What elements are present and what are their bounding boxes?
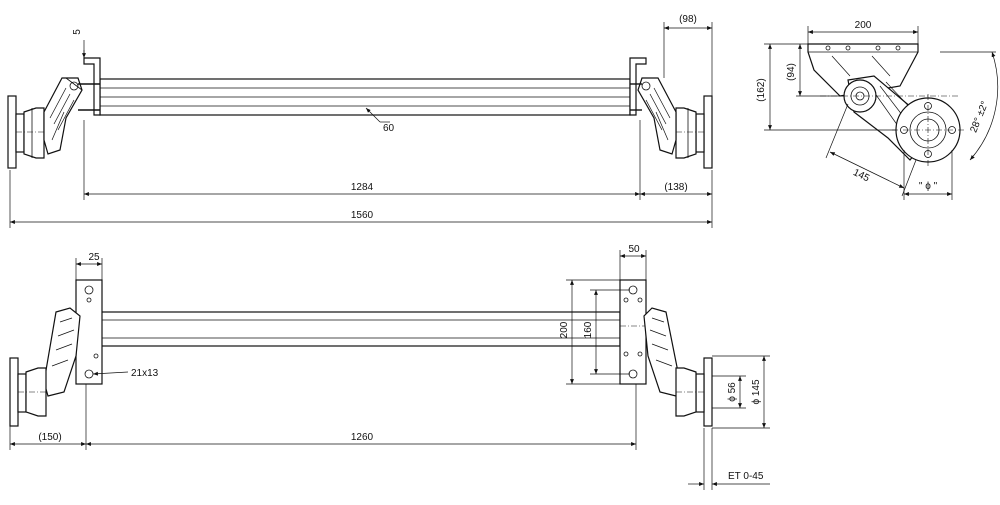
top-bracket-span-label: 1260 <box>351 432 374 443</box>
dim-top-bracket-heights: 200 160 <box>559 279 630 385</box>
front-overhang-label: (138) <box>664 182 687 193</box>
tube-callout: 60 <box>365 107 395 134</box>
top-right-bracket-plate <box>619 279 647 385</box>
top-bracket-height-inner-label: 160 <box>583 321 594 338</box>
left-mount-bracket <box>83 57 101 116</box>
top-hole-callout: 21x13 <box>92 368 159 379</box>
side-axle-pivot <box>843 79 877 113</box>
top-view: 25 50 21x13 200 160 <box>9 244 770 490</box>
top-right-wheel-hub <box>675 357 713 427</box>
top-bracket-thickness-label: 25 <box>88 252 100 263</box>
side-arm-length-label: 145 <box>851 167 871 184</box>
top-bracket-height-outer-label: 200 <box>559 321 570 338</box>
side-axle-height-label: (94) <box>786 63 797 81</box>
side-total-height-label: (162) <box>756 78 767 101</box>
front-view: 5 (98) 60 1284 (138) 1 <box>7 14 713 228</box>
dim-side-bracket-width: 200 <box>807 20 919 44</box>
top-left-wheel-hub <box>9 357 47 427</box>
front-flange-offset-label: (98) <box>679 14 697 25</box>
dim-top-offset: ET 0-45 <box>688 428 770 490</box>
top-left-overhang-label: (150) <box>38 432 61 443</box>
dim-side-heights: (94) (162) <box>756 43 896 131</box>
side-arm-angle-label: 28° ±2° <box>968 100 991 135</box>
dim-side-hub-diameter: " ϕ " <box>903 150 953 200</box>
front-overall-width-label: 1560 <box>351 210 374 221</box>
side-bracket-width-label: 200 <box>855 20 872 31</box>
front-bracket-thickness-label: 5 <box>72 29 83 35</box>
top-left-torsion-arm <box>43 307 81 397</box>
left-wheel-hub <box>7 95 45 169</box>
top-right-torsion-arm <box>643 307 681 397</box>
side-hub-flange <box>892 94 966 166</box>
side-mount-bracket <box>807 43 919 97</box>
front-mount-span-label: 1284 <box>351 182 374 193</box>
front-tube-callout-label: 60 <box>383 123 395 134</box>
side-hub-diameter-label: " ϕ " <box>919 181 938 192</box>
side-view: 200 (94) (162) 145 28° ±2° <box>756 20 999 200</box>
dim-top-bracket-thickness: 25 <box>75 252 103 280</box>
dim-bracket-thickness: 5 <box>72 29 86 58</box>
dim-top-spans: (150) 1260 <box>9 384 637 450</box>
right-mount-bracket <box>629 57 647 116</box>
dim-top-hub-diameters: ϕ 56 ϕ 145 <box>712 355 770 429</box>
right-torsion-arm <box>630 77 677 155</box>
top-bracket-depth-label: 50 <box>628 244 640 255</box>
axle-tube <box>99 78 631 116</box>
top-pcd-inner-label: ϕ 56 <box>727 382 738 402</box>
top-pcd-outer-label: ϕ 145 <box>751 379 762 405</box>
right-wheel-hub <box>675 95 713 169</box>
dim-overall-width: 1560 <box>9 170 712 228</box>
top-hole-size-label: 21x13 <box>131 368 159 379</box>
dim-top-bracket-depth: 50 <box>619 244 647 280</box>
left-torsion-arm <box>43 77 100 155</box>
top-axle-tube <box>99 311 621 347</box>
top-offset-label: ET 0-45 <box>728 471 764 482</box>
dim-mount-span: 1284 (138) <box>83 120 713 228</box>
dim-flange-offset: (98) <box>663 14 713 96</box>
top-left-bracket-plate <box>75 279 103 385</box>
